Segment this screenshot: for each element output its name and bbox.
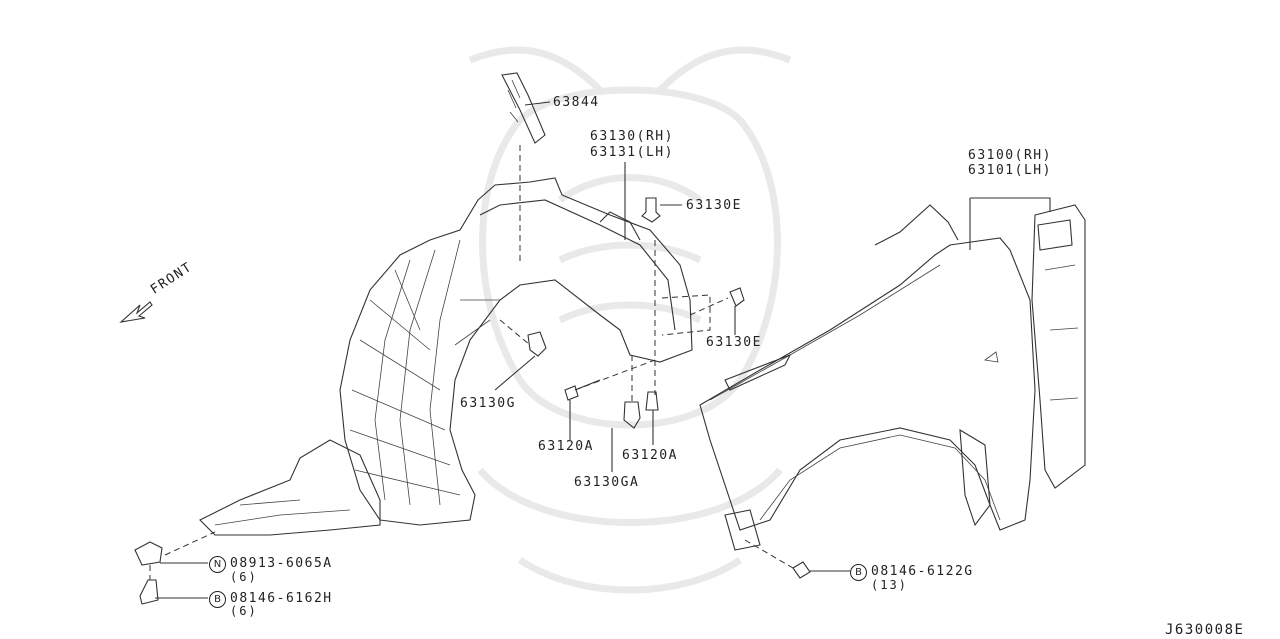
clip-63130E-mid-icon [729, 287, 745, 307]
fastener-qty-6-bolt: (6) [230, 604, 258, 618]
bolt-63120A-left-icon [564, 379, 601, 401]
part-label-63130E-mid: 63130E [706, 335, 762, 350]
part-label-63130-rh: 63130(RH) [590, 129, 674, 144]
fender-liner-drawing [164, 177, 729, 556]
front-arrow-icon [119, 301, 153, 323]
clip-63130G-icon [527, 331, 547, 357]
bolt-left-prefix-badge: B [209, 591, 226, 608]
bolt-right-prefix-badge: B [850, 564, 867, 581]
bracket-63844-drawing [501, 72, 546, 265]
nut-prefix-badge: N [209, 556, 226, 573]
watermark-emblem [468, 46, 792, 594]
diagram-code: J630008E [1165, 622, 1245, 638]
part-label-63130G: 63130G [460, 396, 516, 411]
part-label-63120A-right: 63120A [622, 448, 678, 463]
fastener-qty-13: (13) [871, 578, 908, 592]
leader-lines [155, 101, 850, 599]
nut-icon [134, 541, 163, 566]
clip-63130E-top-icon [641, 197, 661, 223]
part-label-63130GA: 63130GA [574, 475, 640, 490]
front-fender-drawing [699, 197, 1086, 551]
part-label-63120A-left: 63120A [538, 439, 594, 454]
part-label-63101-lh: 63101(LH) [968, 163, 1052, 178]
bolt-right-icon [744, 539, 811, 579]
part-label-63100-rh: 63100(RH) [968, 148, 1052, 163]
bolt-left-icon [139, 565, 159, 605]
part-label-63131-lh: 63131(LH) [590, 145, 674, 160]
fastener-label-08146-6162H: 08146-6162H [230, 591, 333, 606]
part-label-63844: 63844 [553, 95, 600, 110]
clip-63130GA-icon [623, 401, 641, 429]
bolt-63120A-right-icon [645, 391, 659, 411]
fastener-qty-6-nut: (6) [230, 570, 258, 584]
fastener-label-08146-6122G: 08146-6122G [871, 564, 974, 579]
part-label-63130E-top: 63130E [686, 198, 742, 213]
fastener-label-08913-6065A: 08913-6065A [230, 556, 333, 571]
